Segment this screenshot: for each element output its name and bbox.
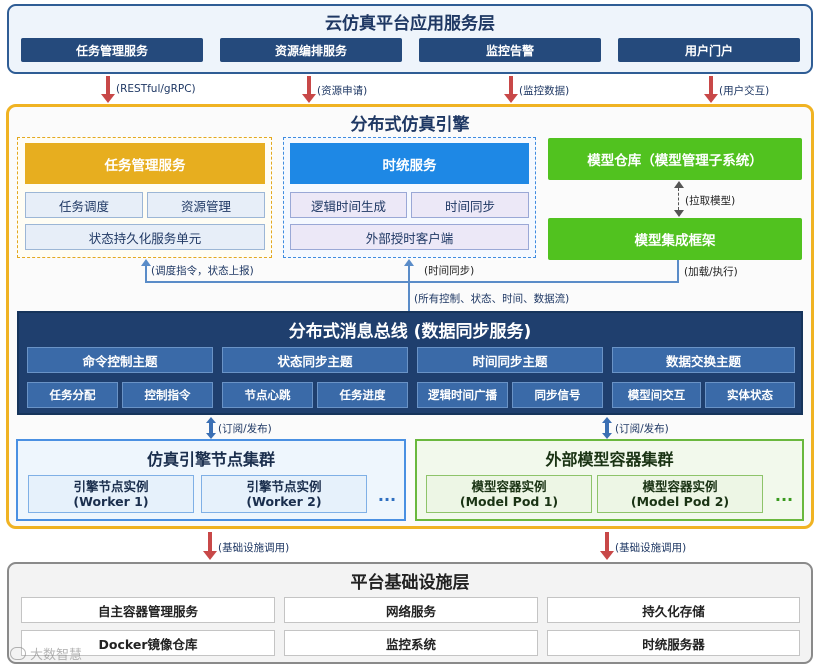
engine-cluster-title: 仿真引擎节点集群 <box>146 450 275 469</box>
monitoring-system-cell[interactable]: 监控系统 <box>284 630 538 656</box>
arrow-down-icon <box>302 76 316 103</box>
worker-1-line1: 引擎节点实例 <box>73 479 149 494</box>
model-container-cluster: 外部模型容器集群 模型容器实例 (Model Pod 1) 模型容器实例 (Mo… <box>415 439 804 521</box>
engine-node-cluster: 仿真引擎节点集群 引擎节点实例 (Worker 1) 引擎节点实例 (Worke… <box>16 439 406 521</box>
dispatch-connector <box>145 266 147 282</box>
watermark: 大数智慧 <box>10 644 82 663</box>
bus-title: 分布式消息总线 (数据同步服务) <box>288 321 532 342</box>
infrastructure-call-label-right: (基础设施调用) <box>615 542 687 554</box>
model-pod-1-line1: 模型容器实例 <box>471 479 547 494</box>
model-repository-button[interactable]: 模型仓库（模型管理子系统） <box>548 138 802 180</box>
platform-infrastructure-layer: 平台基础设施层 自主容器管理服务 网络服务 持久化存储 Docker镜像仓库 监… <box>7 562 813 664</box>
control-command-cell[interactable]: 控制指令 <box>122 382 213 408</box>
chat-bubble-icon <box>10 647 26 660</box>
data-exchange-topic[interactable]: 数据交换主题 <box>612 347 795 373</box>
horizontal-connector <box>145 281 678 283</box>
time-service-header[interactable]: 时统服务 <box>290 143 529 184</box>
load-execute-label: (加载/执行) <box>684 266 738 278</box>
command-control-topic[interactable]: 命令控制主题 <box>27 347 213 373</box>
monitoring-alert-button[interactable]: 监控告警 <box>419 38 601 62</box>
model-pod-1-instance[interactable]: 模型容器实例 (Model Pod 1) <box>426 475 592 513</box>
model-integration-framework-button[interactable]: 模型集成框架 <box>548 218 802 260</box>
infrastructure-layer-title: 平台基础设施层 <box>350 572 470 593</box>
application-layer-title: 云仿真平台应用服务层 <box>325 13 495 34</box>
arrow-up-icon <box>141 259 151 266</box>
restful-grpc-label: (RESTful/gRPC) <box>116 83 196 95</box>
distributed-message-bus: 分布式消息总线 (数据同步服务) 命令控制主题 任务分配 控制指令 状态同步主题… <box>17 311 803 415</box>
subscribe-publish-label-left: (订阅/发布) <box>218 423 272 435</box>
pull-model-dashed-line <box>678 188 679 210</box>
worker-1-line2: (Worker 1) <box>73 494 149 509</box>
arrow-down-icon <box>600 532 614 560</box>
time-sync-topic[interactable]: 时间同步主题 <box>417 347 603 373</box>
monitoring-data-label: (监控数据) <box>519 85 570 97</box>
arrow-up-icon <box>206 417 216 423</box>
time-sync-cell[interactable]: 时间同步 <box>411 192 529 218</box>
resource-management-cell[interactable]: 资源管理 <box>147 192 265 218</box>
dispatch-status-label: (调度指令，状态上报) <box>151 265 254 277</box>
pull-model-label: (拉取模型) <box>685 195 736 207</box>
resource-request-label: (资源申请) <box>317 85 368 97</box>
worker-1-instance[interactable]: 引擎节点实例 (Worker 1) <box>28 475 194 513</box>
task-progress-cell[interactable]: 任务进度 <box>317 382 408 408</box>
arrow-down-icon <box>206 433 216 439</box>
arrow-down-icon <box>674 210 684 217</box>
time-sync-connector <box>408 266 410 311</box>
external-timing-client-cell[interactable]: 外部授时客户端 <box>290 224 529 250</box>
resource-orchestration-button[interactable]: 资源编排服务 <box>220 38 402 62</box>
sub-pub-connector-left <box>209 423 213 433</box>
arrow-up-icon <box>602 417 612 423</box>
entity-state-cell[interactable]: 实体状态 <box>705 382 795 408</box>
logic-time-broadcast-cell[interactable]: 逻辑时间广播 <box>417 382 508 408</box>
logic-time-generation-cell[interactable]: 逻辑时间生成 <box>290 192 407 218</box>
state-persistence-cell[interactable]: 状态持久化服务单元 <box>25 224 265 250</box>
task-management-header[interactable]: 任务管理服务 <box>25 143 265 184</box>
worker-2-instance[interactable]: 引擎节点实例 (Worker 2) <box>201 475 367 513</box>
arrow-down-icon <box>504 76 518 103</box>
model-pod-2-line2: (Model Pod 2) <box>630 494 730 509</box>
arrow-down-icon <box>101 76 115 103</box>
arrow-up-icon <box>674 181 684 188</box>
task-scheduling-cell[interactable]: 任务调度 <box>25 192 143 218</box>
state-sync-topic[interactable]: 状态同步主题 <box>222 347 408 373</box>
application-service-layer: 云仿真平台应用服务层 任务管理服务 资源编排服务 监控告警 用户门户 <box>7 4 813 74</box>
model-pod-2-line1: 模型容器实例 <box>642 479 718 494</box>
task-assignment-cell[interactable]: 任务分配 <box>27 382 118 408</box>
framework-connector <box>677 260 679 283</box>
docker-registry-cell[interactable]: Docker镜像仓库 <box>21 630 275 656</box>
task-management-service-button[interactable]: 任务管理服务 <box>21 38 203 62</box>
container-management-cell[interactable]: 自主容器管理服务 <box>21 597 275 623</box>
all-flows-label: (所有控制、状态、时间、数据流) <box>414 293 570 305</box>
persistent-storage-cell[interactable]: 持久化存储 <box>547 597 800 623</box>
arrow-down-icon <box>602 433 612 439</box>
model-cluster-title: 外部模型容器集群 <box>545 450 674 469</box>
sub-pub-connector-right <box>605 423 609 433</box>
arrow-down-icon <box>203 532 217 560</box>
user-portal-button[interactable]: 用户门户 <box>618 38 800 62</box>
network-service-cell[interactable]: 网络服务 <box>284 597 538 623</box>
engine-title: 分布式仿真引擎 <box>350 114 470 135</box>
more-workers-ellipsis: ... <box>377 485 397 505</box>
worker-2-line1: 引擎节点实例 <box>246 479 322 494</box>
time-sync-label: (时间同步) <box>424 265 475 277</box>
node-heartbeat-cell[interactable]: 节点心跳 <box>222 382 313 408</box>
arrow-down-icon <box>704 76 718 103</box>
infrastructure-call-label-left: (基础设施调用) <box>218 542 290 554</box>
arrow-up-icon <box>404 259 414 266</box>
worker-2-line2: (Worker 2) <box>246 494 322 509</box>
watermark-text: 大数智慧 <box>30 648 83 663</box>
more-pods-ellipsis: ... <box>774 485 794 505</box>
subscribe-publish-label-right: (订阅/发布) <box>615 423 669 435</box>
sync-signal-cell[interactable]: 同步信号 <box>512 382 603 408</box>
user-interaction-label: (用户交互) <box>719 85 770 97</box>
model-pod-1-line2: (Model Pod 1) <box>459 494 559 509</box>
time-server-cell[interactable]: 时统服务器 <box>547 630 800 656</box>
model-interaction-cell[interactable]: 模型间交互 <box>612 382 701 408</box>
model-pod-2-instance[interactable]: 模型容器实例 (Model Pod 2) <box>597 475 763 513</box>
